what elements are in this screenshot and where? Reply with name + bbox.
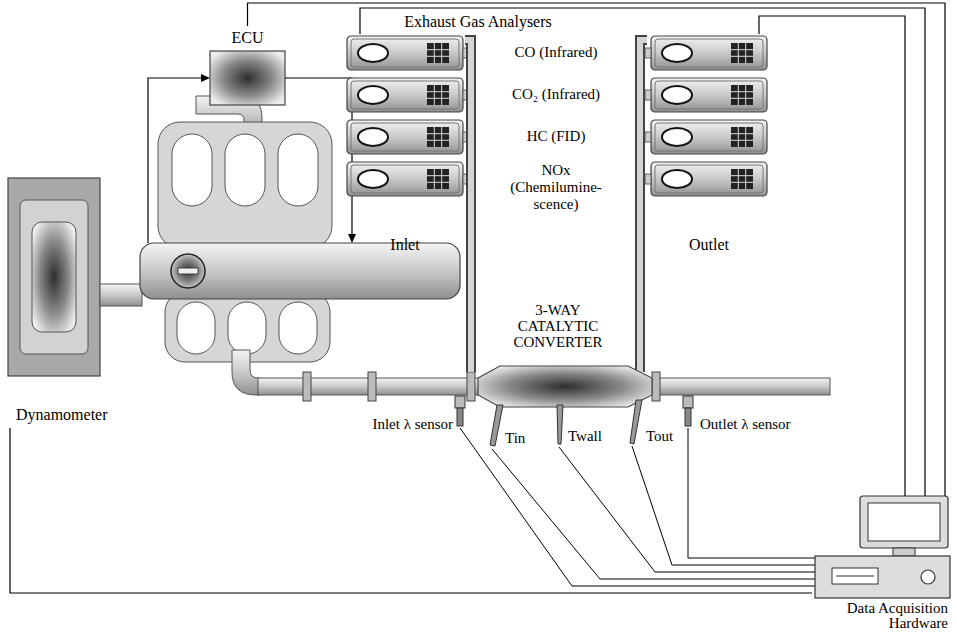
sensor-label: Outlet λ sensor <box>700 416 791 433</box>
signal-wire <box>360 8 925 496</box>
thermocouple-probe <box>630 400 642 444</box>
lambda-sensor <box>455 396 465 426</box>
pipe-outline <box>465 40 471 300</box>
temperature-label: Twall <box>568 428 602 445</box>
wire-path <box>248 3 946 496</box>
drive-shaft <box>100 284 142 306</box>
node-label: Inlet <box>390 236 419 254</box>
gas-label: CO₂ (Infrared) <box>512 86 600 103</box>
sample-pipe <box>465 40 471 300</box>
analyser-bank: Inlet <box>345 34 465 256</box>
pipe-bore <box>640 40 647 300</box>
node-label: 3-WAY CATALYTIC CONVERTER <box>499 302 617 350</box>
signal-wire <box>248 3 946 496</box>
data-acquisition-hardware: Data Acquisition Hardware <box>812 496 952 632</box>
converter-body <box>478 366 652 407</box>
lambda-sensor <box>683 396 693 426</box>
node-label: Dynamometer <box>16 406 108 424</box>
group-title: Exhaust Gas Analysers <box>404 13 552 31</box>
temperature-label: Tout <box>646 428 673 445</box>
thermocouple-probe <box>490 405 503 446</box>
ecu-box: ECU <box>208 26 287 106</box>
node-label: Outlet <box>689 236 729 254</box>
computer-drawing <box>815 496 950 598</box>
sample-pipe <box>471 300 640 372</box>
dynamometer-drawing <box>8 178 100 376</box>
analyser-bank: Outlet <box>647 34 771 256</box>
temperature-label: Tin <box>505 430 525 447</box>
node-label: ECU <box>232 29 264 47</box>
dynamometer: Dynamometer <box>6 176 146 428</box>
gas-label: HC (FID) <box>527 128 586 145</box>
gas-label: CO (Infrared) <box>515 44 598 61</box>
sample-pipe <box>640 40 647 300</box>
ecu-unit <box>210 51 285 105</box>
signal-line <box>285 78 352 235</box>
gas-label: NOx (Chemilumine- scence) <box>500 162 612 213</box>
wire-path <box>10 428 812 593</box>
sensor-label: Inlet λ sensor <box>372 416 453 433</box>
sensor-wire <box>460 428 815 586</box>
thermocouple-probe <box>557 405 563 444</box>
node-label: Data Acquisition Hardware <box>814 601 948 631</box>
arrow-head <box>348 234 356 243</box>
signal-line <box>148 78 202 243</box>
wire-path <box>360 8 925 496</box>
signal-wire <box>10 428 812 593</box>
arrow-head <box>201 74 210 82</box>
catalytic-converter: 3-WAY CATALYTIC CONVERTER <box>462 300 654 412</box>
pipe-outline <box>640 40 647 300</box>
pipe-bore <box>465 40 471 300</box>
